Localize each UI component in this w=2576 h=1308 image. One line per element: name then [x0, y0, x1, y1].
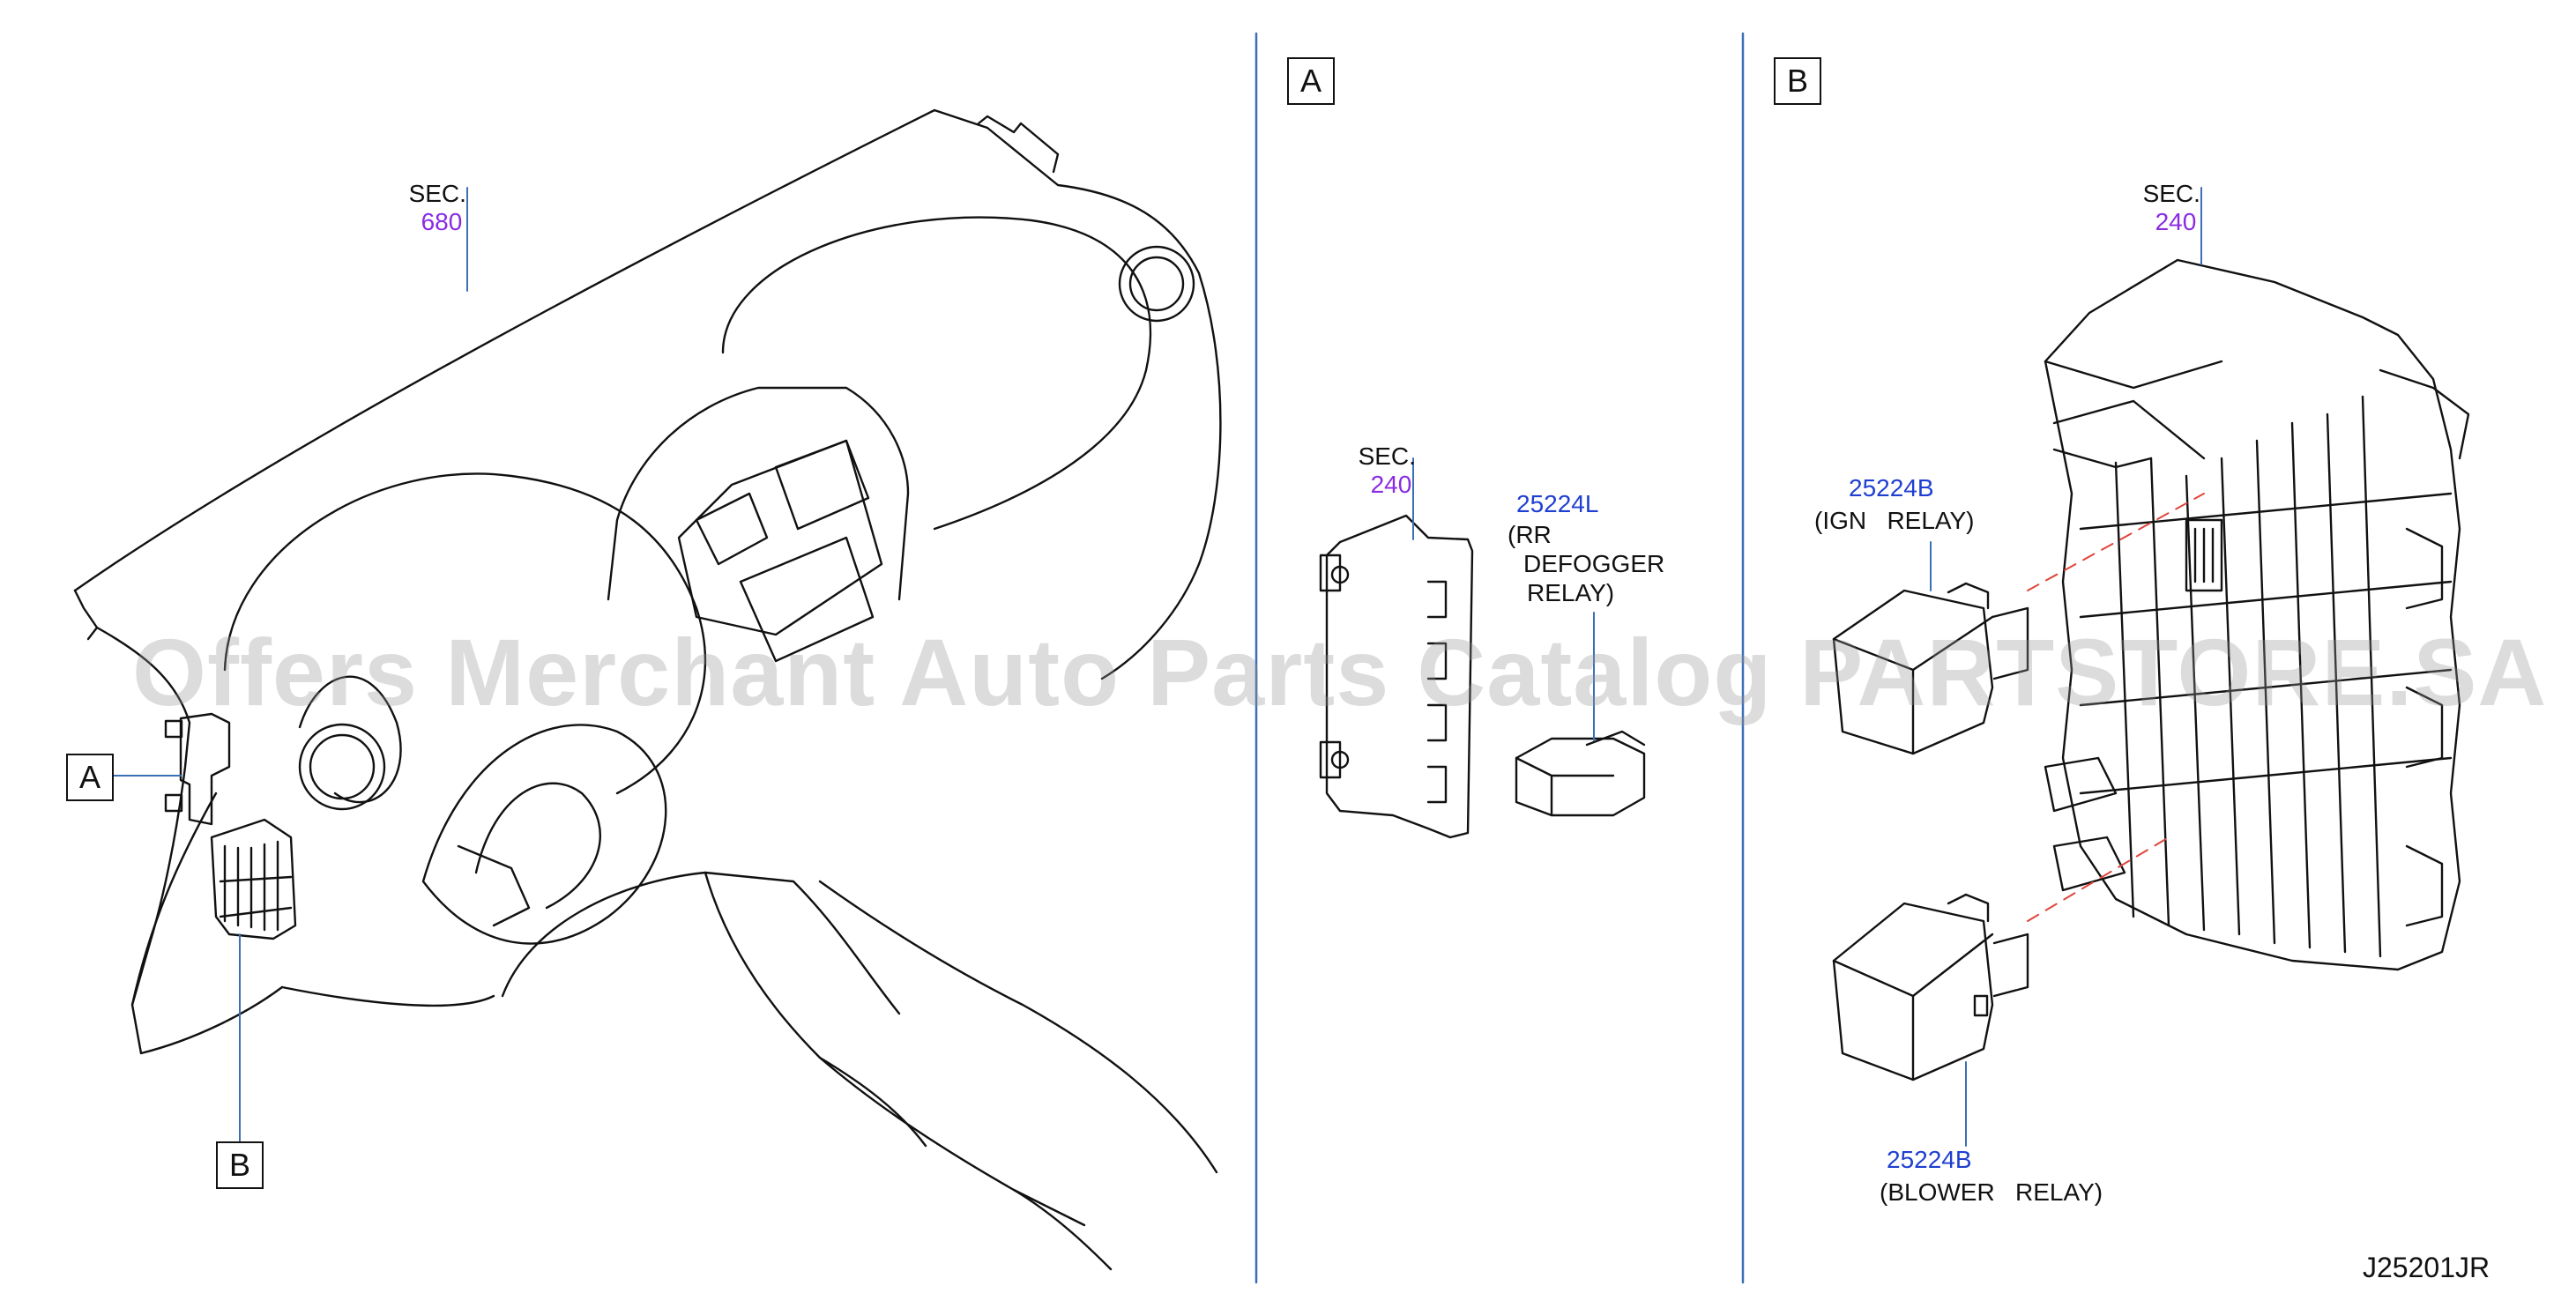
fuse-block-drawing [2044, 258, 2470, 971]
main-sec-number: 680 [421, 208, 463, 236]
blower-relay-desc: (BLOWER RELAY) [1880, 1178, 2103, 1206]
rr-defogger-desc-1: (RR [1508, 521, 1552, 548]
panel-b-sec-text: SEC. [2142, 180, 2200, 208]
main-sec-text: SEC. [408, 180, 466, 208]
watermark-text: Offers Merchant Auto Parts Catalog PARTS… [132, 619, 2548, 725]
dash-blower [2027, 836, 2170, 922]
panel-a-sec-label: SEC. 240 [1344, 414, 1416, 500]
rr-defogger-relay-drawing [1515, 730, 1646, 817]
panel-b-sec-number: 240 [2155, 208, 2197, 236]
blower-relay-part-number: 25224B [1887, 1146, 1972, 1173]
main-sec-label: SEC. 680 [395, 152, 466, 237]
rr-defogger-part-number: 25224L [1516, 490, 1599, 517]
panel-b-sec-label: SEC. 240 [2129, 152, 2200, 237]
diagram-code: J25201JR [2363, 1252, 2490, 1283]
ign-relay-desc: (IGN RELAY) [1814, 507, 1975, 534]
bracket-drawing [1319, 514, 1474, 839]
rr-defogger-desc-3: RELAY) [1527, 579, 1615, 606]
panel-a-sec-text: SEC. [1358, 442, 1416, 471]
callout-b: B [216, 1141, 264, 1189]
panel-a-sec-number: 240 [1370, 471, 1412, 499]
rr-defogger-desc-2: DEFOGGER [1523, 550, 1665, 577]
dashboard-drawing [73, 108, 1222, 1271]
panel-a-title: A [1287, 57, 1335, 105]
ign-relay-drawing [1832, 582, 2029, 755]
blower-relay-drawing [1832, 893, 2029, 1081]
dash-ign [2027, 493, 2205, 591]
ign-relay-part-number: 25224B [1849, 474, 1934, 502]
panel-b-title: B [1774, 57, 1821, 105]
callout-a: A [66, 754, 114, 801]
